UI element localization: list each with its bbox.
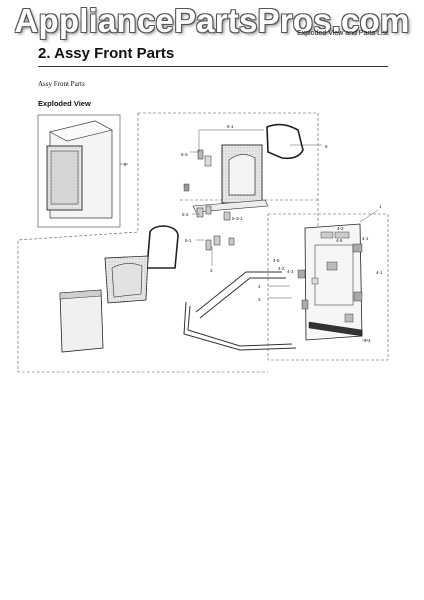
gasket-strips: [183, 271, 297, 351]
front-panel-parts: [59, 225, 179, 353]
callout-4-1-top: 4-1: [362, 236, 369, 241]
page-title: 2. Assy Front Parts: [38, 45, 175, 62]
callout-4-1: 4-1: [376, 270, 383, 275]
callout-6: 6: [124, 162, 127, 167]
callout-5-3: 5-3: [181, 152, 188, 157]
callout-5-2: 5-2: [182, 212, 189, 217]
watermark: AppliancePartsPros.com: [14, 2, 410, 39]
dashed-group-outlines: [17, 112, 389, 373]
callout-5-3-1: 5-3-1: [232, 216, 243, 221]
header-right-text: Exploded View and Parts List: [297, 30, 388, 37]
callout-4-2: 4-2: [278, 266, 285, 271]
dryer-cabinet-inset: [37, 114, 128, 228]
callout-5-1: 5-1: [185, 238, 192, 243]
subtitle: Assy Front Parts: [38, 80, 85, 88]
callout-2: 2: [210, 268, 213, 273]
callout-4: 4: [258, 284, 261, 289]
callout-3: 3: [258, 297, 261, 302]
callout-labels: 6 5 5-1 5-3 5-2 5-3-1 5-1 2 1 3 4 4-1 4-…: [124, 124, 383, 343]
title-rule: [38, 66, 388, 67]
hinge-parts: [196, 205, 235, 251]
callout-4-6: 4-6: [273, 258, 280, 263]
front-panel-assembly: [297, 223, 363, 341]
callout-1: 1: [379, 204, 382, 209]
section-heading: Exploded View: [38, 99, 91, 108]
callout-4-4: 4-4: [364, 338, 371, 343]
door-assembly: [183, 123, 304, 213]
callout-4-5: 4-5: [336, 238, 343, 243]
leader-lines: [190, 129, 379, 341]
callout-4-2-top: 4-2: [337, 226, 344, 231]
callout-5: 5: [325, 144, 328, 149]
callout-4-3: 4-3: [287, 269, 294, 274]
callout-5-1-top: 5-1: [227, 124, 234, 129]
